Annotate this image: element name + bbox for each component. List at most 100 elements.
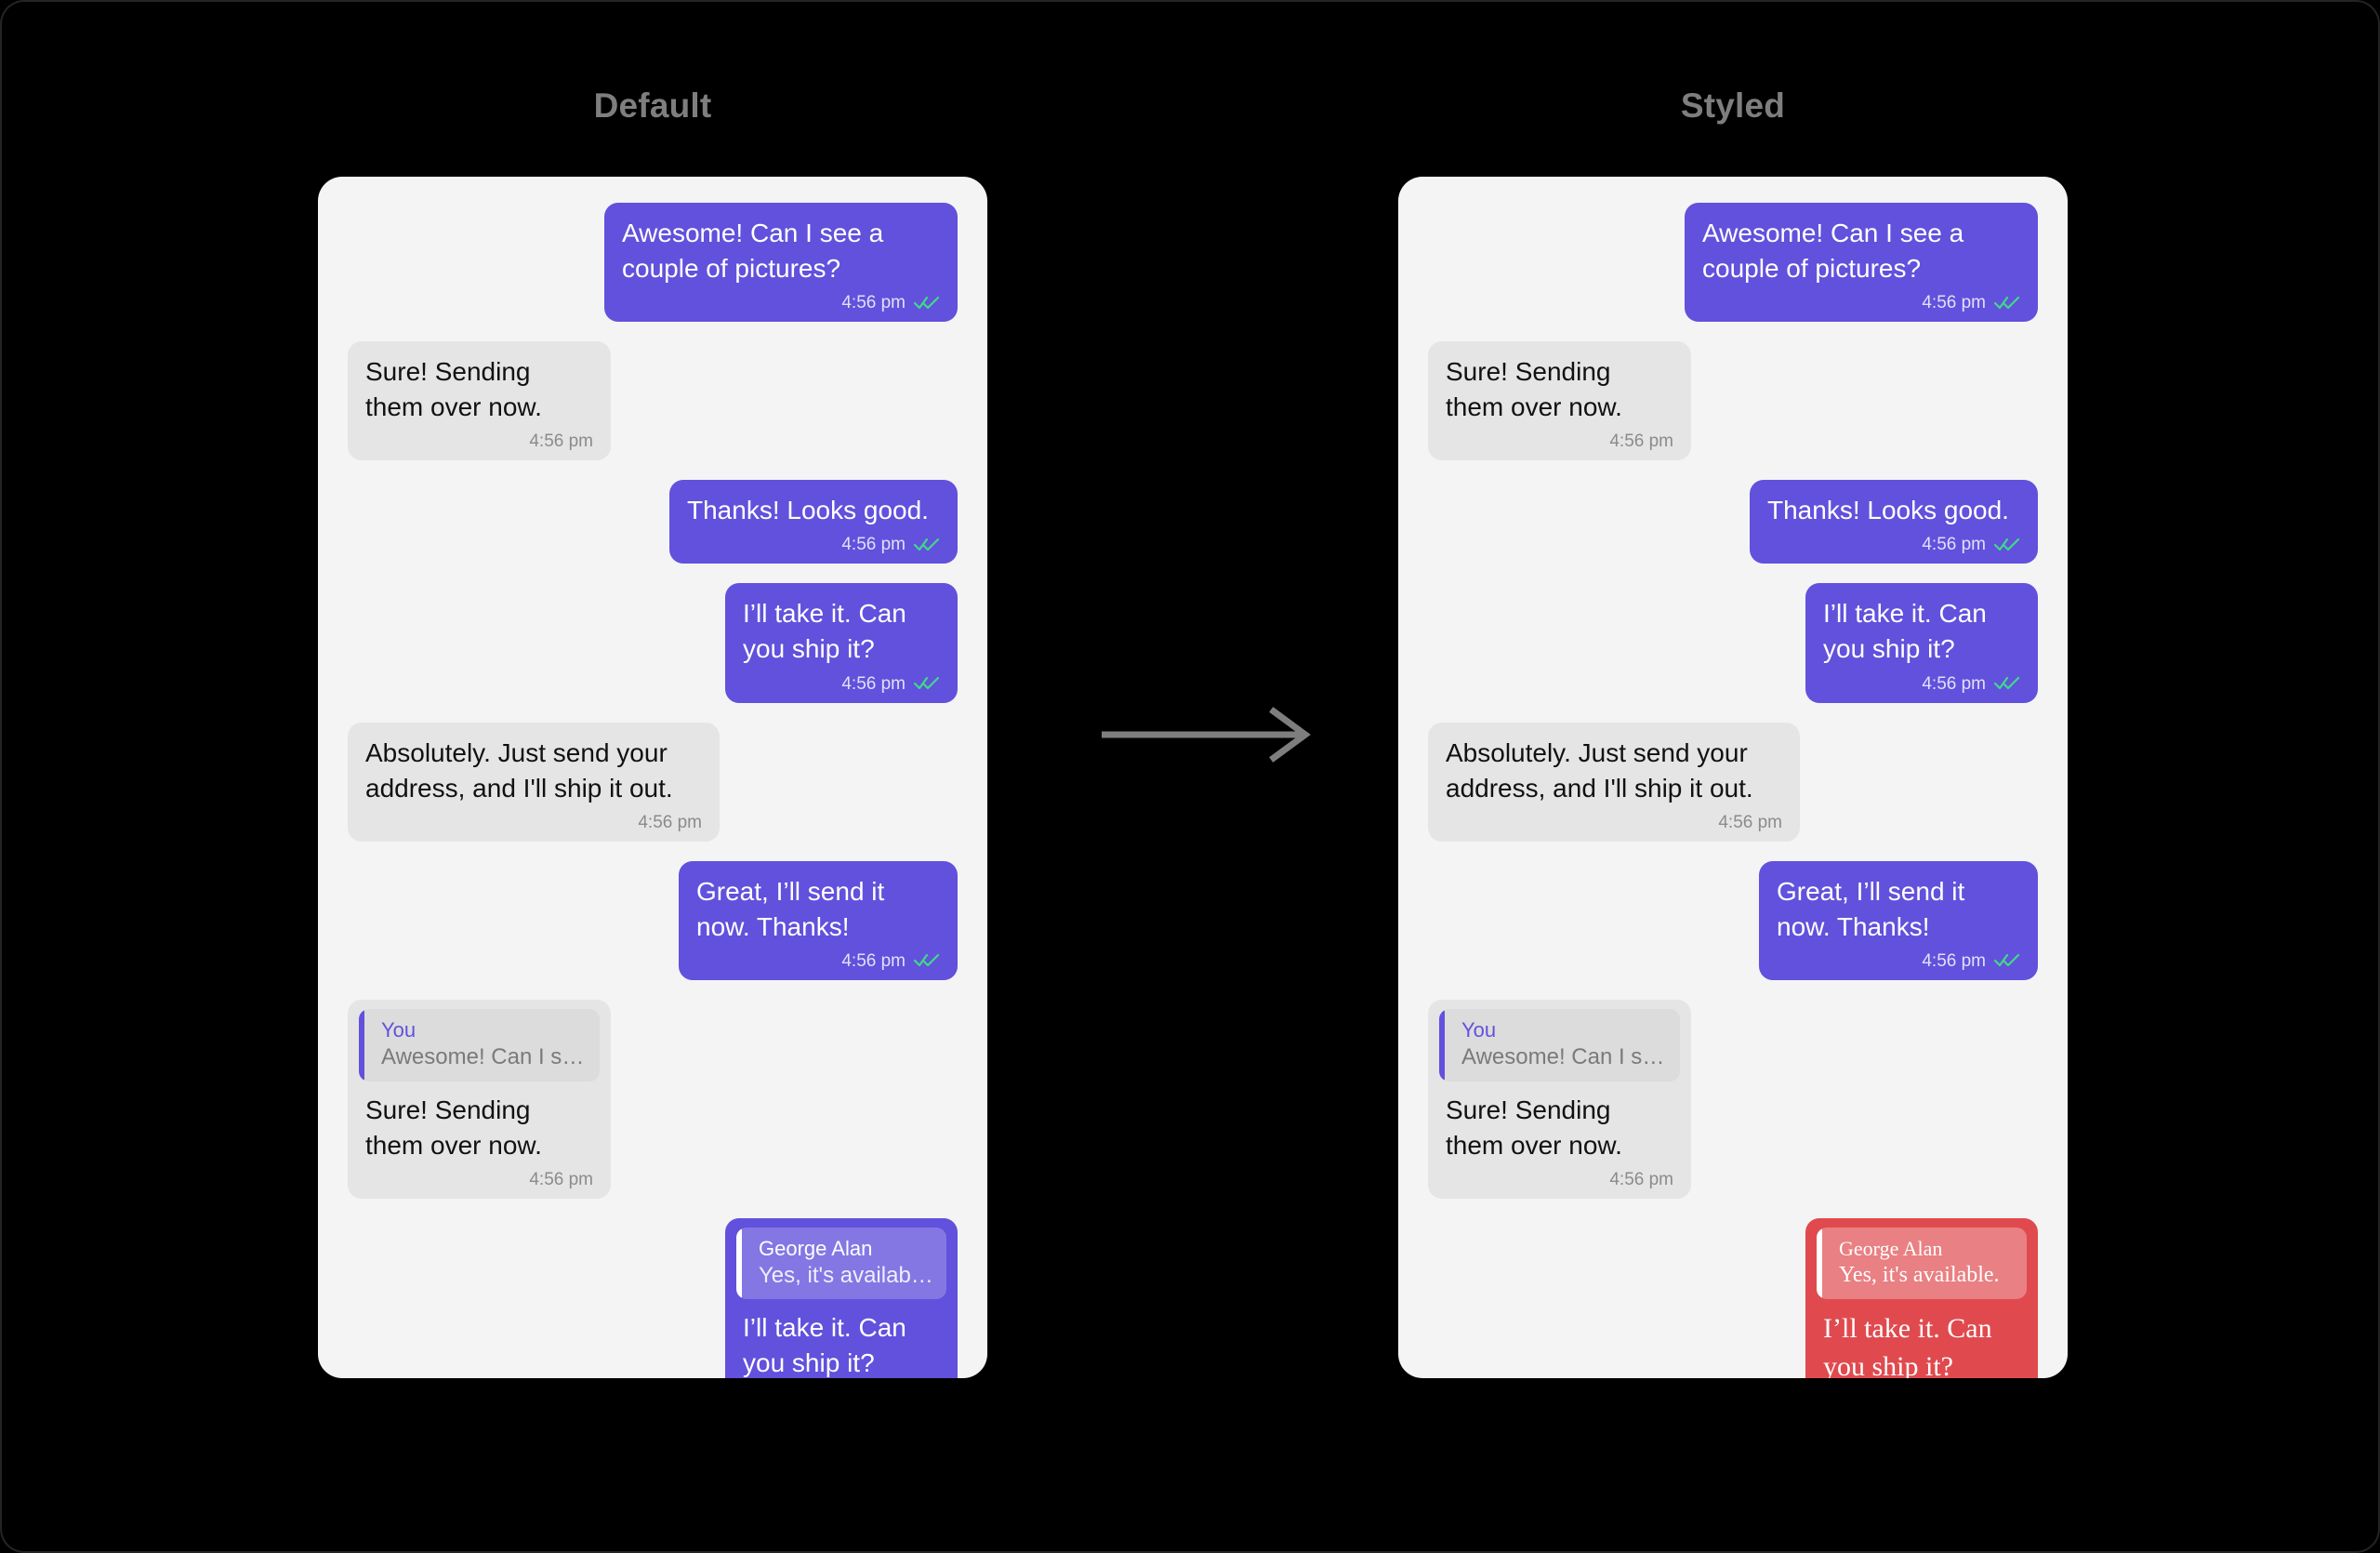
message-time: 4:56 pm xyxy=(841,535,906,555)
double-check-icon xyxy=(1994,953,2020,968)
message-row: You Awesome! Can I see a couple of… Sure… xyxy=(348,999,958,1199)
message-row: Thanks! Looks good. 4:56 pm xyxy=(1428,480,2038,564)
chat-panel-default: Awesome! Can I see a couple of pictures?… xyxy=(318,177,987,1378)
message-row: Sure! Sending them over now. 4:56 pm xyxy=(1428,341,2038,461)
message-bubble-outgoing[interactable]: Thanks! Looks good. 4:56 pm xyxy=(669,480,958,564)
quoted-author: George Alan xyxy=(759,1236,873,1260)
message-text: Absolutely. Just send your address, and … xyxy=(1446,737,1755,803)
message-meta: 4:56 pm xyxy=(1702,294,2020,312)
message-text: Great, I’ll send it now. Thanks! xyxy=(1777,876,1973,941)
message-time: 4:56 pm xyxy=(1609,431,1673,452)
message-meta: 4:56 pm xyxy=(1446,814,1782,831)
message-text: Thanks! Looks good. xyxy=(687,496,929,525)
message-meta: 4:56 pm xyxy=(696,952,940,970)
message-time: 4:56 pm xyxy=(1922,950,1986,971)
message-bubble-outgoing[interactable]: I’ll take it. Can you ship it? 4:56 pm xyxy=(1805,583,2038,703)
message-text: Thanks! Looks good. xyxy=(1767,496,2009,525)
message-row: Awesome! Can I see a couple of pictures?… xyxy=(348,203,958,323)
message-row: Absolutely. Just send your address, and … xyxy=(348,722,958,842)
message-meta: 4:56 pm xyxy=(365,432,593,450)
message-row: Sure! Sending them over now. 4:56 pm xyxy=(348,341,958,461)
message-time: 4:56 pm xyxy=(1922,673,1986,694)
message-time: 4:56 pm xyxy=(1609,1169,1673,1189)
message-meta: 4:56 pm xyxy=(1767,536,2020,553)
message-time: 4:56 pm xyxy=(1718,812,1782,832)
double-check-icon xyxy=(914,676,940,691)
message-thread-styled: Awesome! Can I see a couple of pictures?… xyxy=(1428,203,2038,1378)
right-arrow-icon xyxy=(1097,707,1320,763)
quoted-message[interactable]: George Alan Yes, it's available. xyxy=(736,1227,946,1300)
message-meta: 4:56 pm xyxy=(743,675,940,693)
message-time: 4:56 pm xyxy=(638,812,702,832)
message-row: I’ll take it. Can you ship it? 4:56 pm xyxy=(1428,583,2038,703)
message-bubble-outgoing-reply[interactable]: George Alan Yes, it's available. I’ll ta… xyxy=(725,1217,958,1378)
message-meta: 4:56 pm xyxy=(365,814,702,831)
message-bubble-outgoing[interactable]: Thanks! Looks good. 4:56 pm xyxy=(1750,480,2038,564)
message-row: Great, I’ll send it now. Thanks! 4:56 pm xyxy=(1428,860,2038,980)
message-text: Awesome! Can I see a couple of pictures? xyxy=(1702,219,1971,284)
message-meta: 4:56 pm xyxy=(1446,432,1673,450)
double-check-icon xyxy=(1994,296,2020,311)
column-title-styled: Styled xyxy=(1680,86,1786,125)
quoted-preview: Yes, it's available. xyxy=(1839,1263,2000,1288)
message-thread-default: Awesome! Can I see a couple of pictures?… xyxy=(348,203,958,1378)
message-bubble-outgoing-reply-styled[interactable]: George Alan Yes, it's available. I’ll ta… xyxy=(1805,1217,2038,1378)
quoted-message[interactable]: You Awesome! Can I see a couple of… xyxy=(1439,1008,1680,1082)
message-row: Great, I’ll send it now. Thanks! 4:56 pm xyxy=(348,860,958,980)
double-check-icon xyxy=(914,538,940,552)
message-text: I’ll take it. Can you ship it? xyxy=(1823,1313,2000,1378)
message-time: 4:56 pm xyxy=(1922,293,1986,313)
quoted-author: George Alan xyxy=(1839,1236,1943,1260)
message-row: George Alan Yes, it's available. I’ll ta… xyxy=(348,1217,958,1378)
message-meta: 4:56 pm xyxy=(359,1171,600,1188)
message-meta: 4:56 pm xyxy=(687,536,940,553)
message-meta: 4:56 pm xyxy=(1823,675,2020,693)
message-text: I’ll take it. Can you ship it? xyxy=(743,1313,914,1378)
message-text: Awesome! Can I see a couple of pictures? xyxy=(622,219,891,284)
message-bubble-incoming-reply[interactable]: You Awesome! Can I see a couple of… Sure… xyxy=(1428,999,1691,1199)
quoted-preview: Awesome! Can I see a couple of… xyxy=(381,1044,587,1070)
message-row: I’ll take it. Can you ship it? 4:56 pm xyxy=(348,583,958,703)
quoted-author: You xyxy=(1461,1017,1497,1042)
message-row: George Alan Yes, it's available. I’ll ta… xyxy=(1428,1217,2038,1378)
message-meta: 4:56 pm xyxy=(622,294,940,312)
message-row: Thanks! Looks good. 4:56 pm xyxy=(348,480,958,564)
quoted-message[interactable]: George Alan Yes, it's available. xyxy=(1817,1227,2027,1300)
message-text: Great, I’ll send it now. Thanks! xyxy=(696,876,892,941)
message-bubble-outgoing[interactable]: Great, I’ll send it now. Thanks! 4:56 pm xyxy=(1759,860,2038,980)
message-text: Sure! Sending them over now. xyxy=(365,1095,542,1160)
message-bubble-outgoing[interactable]: I’ll take it. Can you ship it? 4:56 pm xyxy=(725,583,958,703)
message-bubble-incoming[interactable]: Sure! Sending them over now. 4:56 pm xyxy=(348,341,611,461)
message-row: Awesome! Can I see a couple of pictures?… xyxy=(1428,203,2038,323)
message-meta: 4:56 pm xyxy=(1439,1171,1680,1188)
quoted-author: You xyxy=(381,1017,416,1042)
column-title-default: Default xyxy=(593,86,712,125)
message-time: 4:56 pm xyxy=(529,431,593,452)
quoted-message[interactable]: You Awesome! Can I see a couple of… xyxy=(359,1008,600,1082)
message-bubble-incoming[interactable]: Absolutely. Just send your address, and … xyxy=(1428,722,1800,842)
double-check-icon xyxy=(1994,538,2020,552)
message-text: Sure! Sending them over now. xyxy=(1446,357,1622,422)
message-time: 4:56 pm xyxy=(841,950,906,971)
message-bubble-incoming-reply[interactable]: You Awesome! Can I see a couple of… Sure… xyxy=(348,999,611,1199)
message-time: 4:56 pm xyxy=(841,673,906,694)
message-bubble-outgoing[interactable]: Awesome! Can I see a couple of pictures?… xyxy=(1685,203,2038,323)
quoted-preview: Awesome! Can I see a couple of… xyxy=(1461,1044,1667,1070)
message-time: 4:56 pm xyxy=(1922,535,1986,555)
message-text: I’ll take it. Can you ship it? xyxy=(743,599,914,664)
message-text: Sure! Sending them over now. xyxy=(365,357,542,422)
message-text: Sure! Sending them over now. xyxy=(1446,1095,1622,1160)
message-bubble-incoming[interactable]: Sure! Sending them over now. 4:56 pm xyxy=(1428,341,1691,461)
message-time: 4:56 pm xyxy=(841,293,906,313)
double-check-icon xyxy=(914,296,940,311)
message-meta: 4:56 pm xyxy=(1777,952,2020,970)
message-bubble-incoming[interactable]: Absolutely. Just send your address, and … xyxy=(348,722,720,842)
quoted-preview: Yes, it's available. xyxy=(759,1263,933,1289)
message-text: Absolutely. Just send your address, and … xyxy=(365,737,675,803)
message-text: I’ll take it. Can you ship it? xyxy=(1823,599,1994,664)
message-bubble-outgoing[interactable]: Great, I’ll send it now. Thanks! 4:56 pm xyxy=(679,860,958,980)
double-check-icon xyxy=(914,953,940,968)
message-row: You Awesome! Can I see a couple of… Sure… xyxy=(1428,999,2038,1199)
message-bubble-outgoing[interactable]: Awesome! Can I see a couple of pictures?… xyxy=(604,203,958,323)
